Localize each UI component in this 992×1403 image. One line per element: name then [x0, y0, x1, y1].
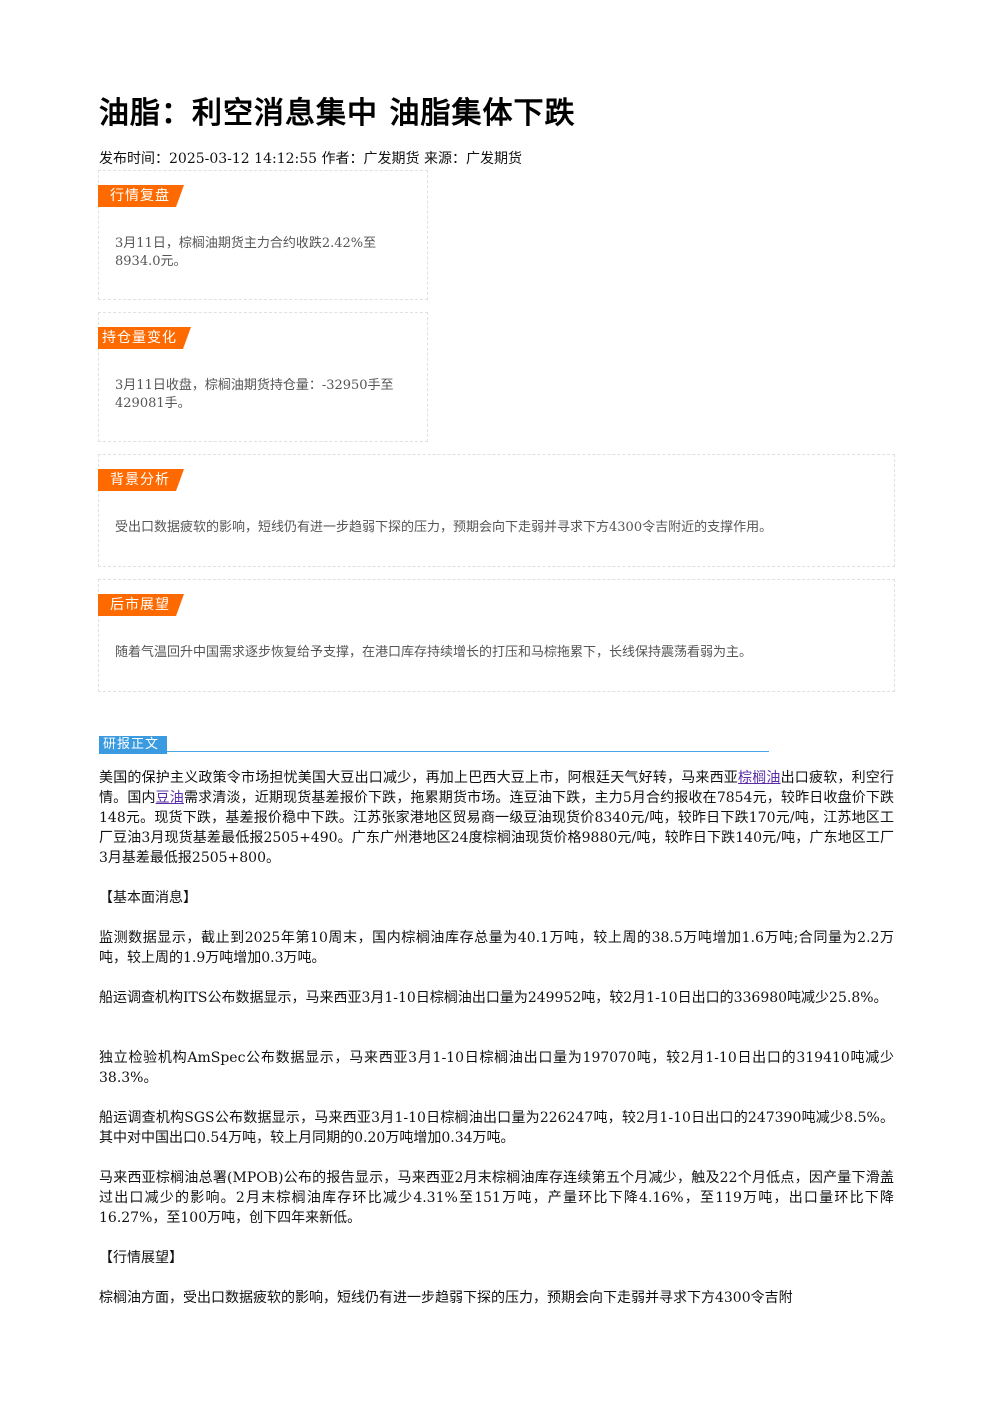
future-outlook-text: 随着气温回升中国需求逐步恢复给予支撑，在港口库存持续增长的打压和马棕拖累下，长线…: [115, 645, 753, 660]
soybean-oil-link[interactable]: 豆油: [155, 790, 184, 806]
research-tag: 研报正文: [99, 736, 168, 754]
market-review-box: 行情复盘 3月11日，棕榈油期货主力合约收跌2.42%至 8934.0元。: [98, 170, 428, 300]
paragraph-text: 需求清淡，近期现货基差报价下跌，拖累期货市场。连豆油下跌，主力5月合约报收在78…: [99, 790, 895, 866]
research-paragraph-1: 美国的保护主义政策令市场担忧美国大豆出口减少，再加上巴西大豆上市，阿根廷天气好转…: [99, 768, 894, 868]
research-paragraph-3: 船运调查机构ITS公布数据显示，马来西亚3月1-10日棕榈油出口量为249952…: [99, 990, 888, 1006]
research-paragraph-5: 船运调查机构SGS公布数据显示，马来西亚3月1-10日棕榈油出口量为226247…: [99, 1110, 894, 1146]
position-change-tag: 持仓量变化: [98, 327, 191, 349]
position-change-text: 3月11日收盘，棕榈油期货持仓量：-32950手至 429081手。: [115, 377, 394, 413]
page-title: 油脂：利空消息集中 油脂集体下跌: [99, 96, 576, 131]
position-change-line: 429081手。: [115, 396, 191, 411]
future-outlook-tag: 后市展望: [98, 594, 184, 616]
position-change-line: 3月11日收盘，棕榈油期货持仓量：-32950手至: [115, 378, 394, 393]
research-header: 研报正文: [99, 733, 769, 754]
outlook-heading: 【行情展望】: [99, 1250, 183, 1266]
market-review-tag: 行情复盘: [98, 185, 184, 207]
article-meta: 发布时间：2025-03-12 14:12:55 作者：广发期货 来源：广发期货: [99, 151, 522, 167]
palm-oil-link[interactable]: 棕榈油: [738, 770, 781, 786]
paragraph-text: 美国的保护主义政策令市场担忧美国大豆出口减少，再加上巴西大豆上市，阿根廷天气好转…: [99, 770, 738, 786]
market-review-text: 3月11日，棕榈油期货主力合约收跌2.42%至 8934.0元。: [115, 235, 376, 271]
position-change-box: 持仓量变化 3月11日收盘，棕榈油期货持仓量：-32950手至 429081手。: [98, 312, 428, 442]
paragraph-text: 出口疲软，利空行情。国内: [99, 770, 895, 806]
background-analysis-text: 受出口数据疲软的影响，短线仍有进一步趋弱下探的压力，预期会向下走弱并寻求下方43…: [115, 520, 773, 535]
background-analysis-tag: 背景分析: [98, 469, 184, 491]
market-review-line: 8934.0元。: [115, 254, 187, 269]
fundamentals-heading: 【基本面消息】: [99, 890, 197, 906]
market-review-line: 3月11日，棕榈油期货主力合约收跌2.42%至: [115, 236, 377, 251]
research-paragraph-2: 监测数据显示，截止到2025年第10周末，国内棕榈油库存总量为40.1万吨，较上…: [99, 930, 894, 966]
research-paragraph-6: 马来西亚棕榈油总署(MPOB)公布的报告显示，马来西亚2月末棕榈油库存连续第五个…: [99, 1170, 894, 1226]
background-analysis-box: 背景分析 受出口数据疲软的影响，短线仍有进一步趋弱下探的压力，预期会向下走弱并寻…: [98, 454, 895, 567]
research-paragraph-4: 独立检验机构AmSpec公布数据显示，马来西亚3月1-10日棕榈油出口量为197…: [99, 1050, 894, 1086]
research-paragraph-7: 棕榈油方面，受出口数据疲软的影响，短线仍有进一步趋弱下探的压力，预期会向下走弱并…: [99, 1290, 793, 1306]
future-outlook-box: 后市展望 随着气温回升中国需求逐步恢复给予支撑，在港口库存持续增长的打压和马棕拖…: [98, 579, 895, 692]
